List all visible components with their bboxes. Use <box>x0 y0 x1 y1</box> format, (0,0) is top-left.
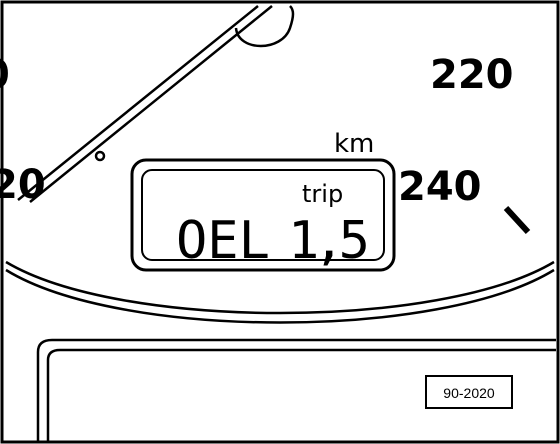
needle <box>17 5 295 203</box>
lower-panel <box>36 338 556 442</box>
lcd-mode-label: trip <box>302 180 343 208</box>
scale-tick-mark <box>503 205 531 235</box>
lcd-message-text: OEL <box>176 211 270 271</box>
lcd-display-frame <box>130 158 396 272</box>
reference-code: 90-2020 <box>443 385 495 401</box>
unit-label: km <box>334 129 374 159</box>
scale-number-top-right: 220 <box>430 52 514 98</box>
scale-number-mid-left: 20 <box>0 162 46 208</box>
dial-arc <box>5 260 555 324</box>
reference-code-box <box>425 375 513 409</box>
scale-number-top-left: 0 <box>0 52 10 98</box>
lcd-value-text: 1,5 <box>288 211 367 271</box>
scale-number-mid-right: 240 <box>398 164 482 210</box>
